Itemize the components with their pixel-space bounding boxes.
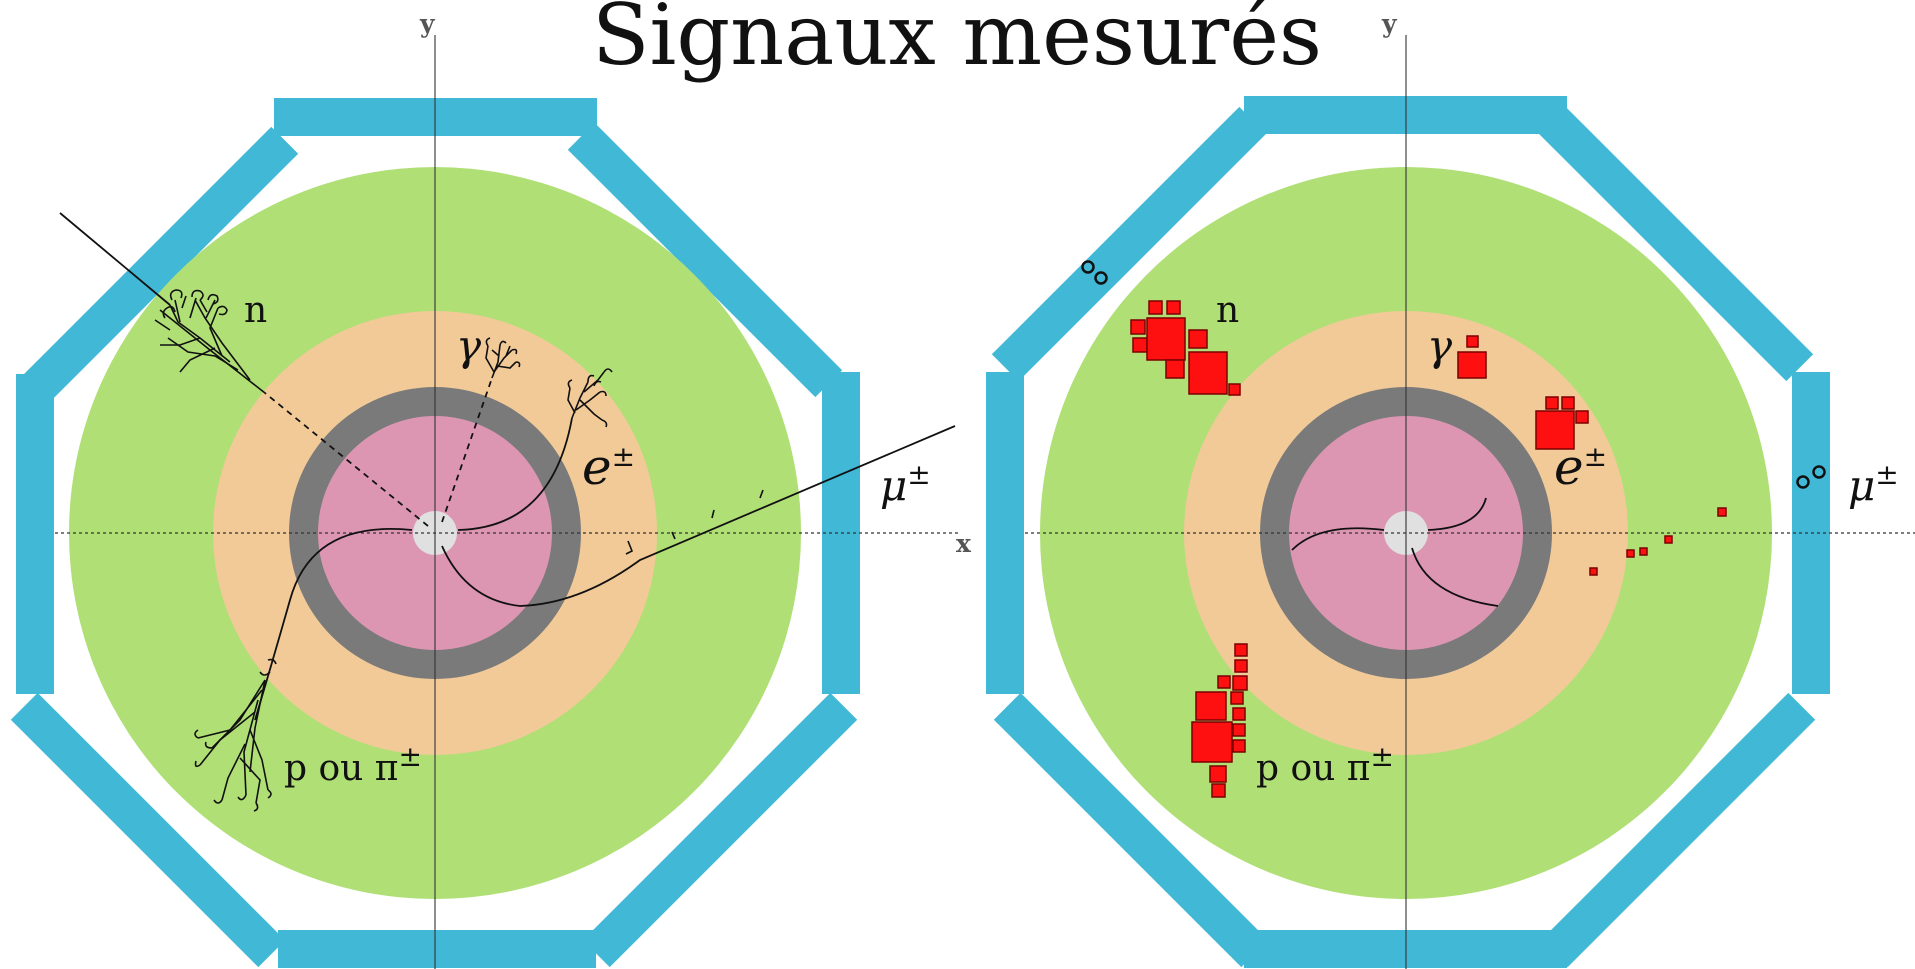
neutron-shower xyxy=(154,289,266,394)
muon-hits-right xyxy=(1796,465,1826,489)
page-title: Signaux mesurés xyxy=(592,0,1322,84)
photon-shower xyxy=(485,337,521,379)
deposits-hadron xyxy=(1191,643,1248,798)
label-electron-charge: ± xyxy=(1584,440,1607,473)
muon-chamber-top-right xyxy=(567,122,843,398)
label-electron: e± xyxy=(1554,438,1607,496)
right-panel-measured: y xyxy=(986,9,1915,969)
label-neutron: n xyxy=(1216,290,1239,331)
hadron-track xyxy=(254,528,413,721)
label-muon: μ± xyxy=(880,458,931,510)
label-electron-symbol: e xyxy=(1554,438,1584,496)
track-hadron xyxy=(1291,527,1385,551)
electron-track xyxy=(457,417,573,531)
y-axis-label: y xyxy=(419,9,436,38)
left-panel-simulation: y x xyxy=(10,9,972,969)
muon-chamber-bottom-right xyxy=(1540,692,1816,968)
muon-chamber-bottom-left xyxy=(993,692,1269,968)
label-muon-charge: ± xyxy=(1875,458,1898,491)
muon-chamber-left xyxy=(986,372,1024,694)
label-muon: μ± xyxy=(1848,458,1899,510)
track-electron xyxy=(1427,497,1487,531)
deposits-electron xyxy=(1535,396,1589,450)
neutron-track xyxy=(264,392,429,527)
label-hadron-text: p ou π xyxy=(1256,748,1370,789)
label-muon-symbol: μ xyxy=(880,461,907,510)
muon-chamber-top-right xyxy=(1538,106,1814,382)
muon-chamber-top-left xyxy=(23,126,299,402)
label-photon: γ xyxy=(456,321,482,370)
label-hadron: p ou π± xyxy=(1256,740,1394,789)
muon-chamber-top-left xyxy=(991,106,1267,382)
y-axis-label: y xyxy=(1381,9,1398,38)
x-axis-label: x xyxy=(956,529,972,558)
muon-chamber-bottom-left xyxy=(10,692,286,968)
muon-chamber-bottom xyxy=(278,930,596,968)
muon-ticks xyxy=(625,489,764,555)
label-hadron-text: p ou π xyxy=(284,748,398,789)
deposits-neutron xyxy=(1130,300,1241,396)
label-muon-symbol: μ xyxy=(1848,461,1875,510)
label-electron-charge: ± xyxy=(612,440,635,473)
muon-chambers xyxy=(10,98,860,968)
track-muon xyxy=(1411,547,1499,607)
electron-shower xyxy=(567,368,613,428)
label-neutron: n xyxy=(244,290,267,331)
deposits-muon xyxy=(1589,507,1727,576)
label-hadron: p ou π± xyxy=(284,740,422,789)
cosmic-track xyxy=(59,212,171,306)
muon-hits-top-left xyxy=(1081,260,1108,285)
label-electron-symbol: e xyxy=(582,438,612,496)
muon-chamber-left xyxy=(16,374,54,694)
hadron-shower xyxy=(194,658,277,812)
deposits-photon xyxy=(1457,335,1487,379)
label-hadron-charge: ± xyxy=(1370,740,1393,773)
photon-track xyxy=(441,377,493,523)
label-photon: γ xyxy=(1427,321,1453,370)
muon-track xyxy=(441,425,956,607)
label-muon-charge: ± xyxy=(907,458,930,491)
muon-chamber-bottom-right xyxy=(582,692,858,968)
label-electron: e± xyxy=(582,438,635,496)
label-hadron-charge: ± xyxy=(398,740,421,773)
